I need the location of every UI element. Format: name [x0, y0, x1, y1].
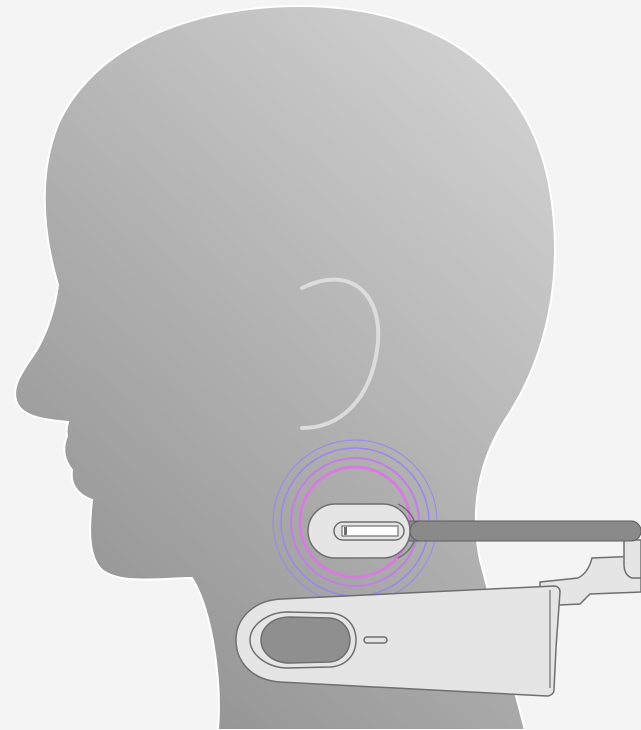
arm-bracket — [539, 555, 641, 607]
applicator-window — [260, 616, 351, 664]
arm-rod-tip — [409, 520, 641, 542]
applicator-led-icon — [363, 636, 388, 644]
arm-joint — [623, 539, 641, 579]
head-silhouette — [14, 4, 556, 730]
handheld-applicator — [235, 585, 561, 697]
ear-outline — [300, 277, 381, 430]
puck-slot-inner — [341, 525, 399, 537]
sensor-puck — [307, 503, 641, 559]
puck-slot-indicator — [344, 527, 347, 535]
